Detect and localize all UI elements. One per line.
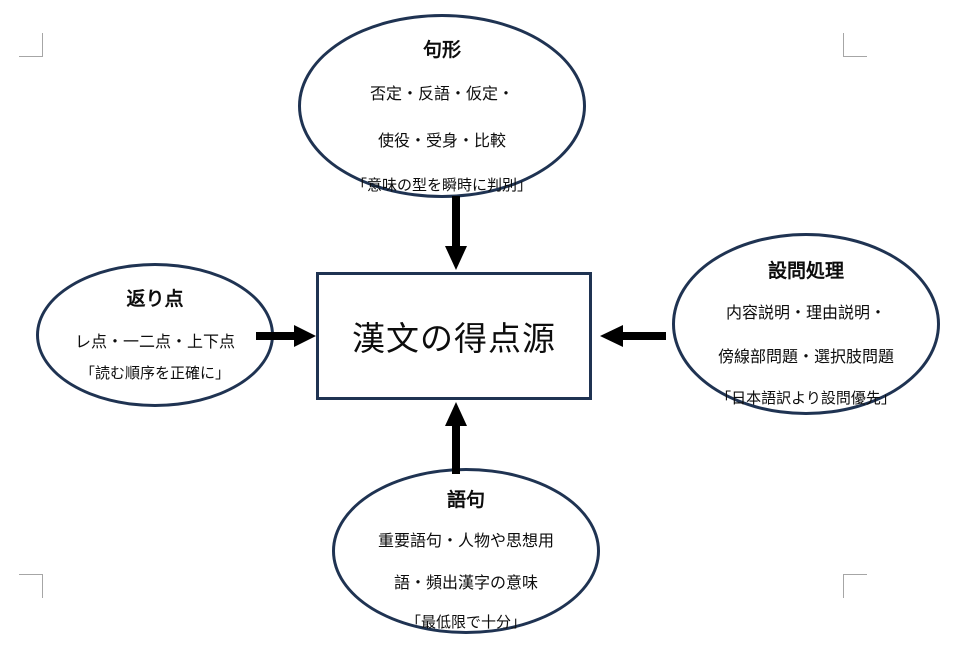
crop-mark-bottom-right-icon (843, 574, 867, 598)
ellipse-title: 設問処理 (767, 261, 844, 282)
crop-mark-top-left-icon (19, 33, 43, 57)
crop-mark-top-right-icon (843, 33, 867, 57)
center-box-kanbun-tokutengen[interactable]: 漢文の得点源 (316, 272, 592, 400)
crop-mark-bottom-left-icon (19, 574, 43, 598)
ellipse-kukei[interactable]: 句形 否定・反語・仮定・ 使役・受身・比較 「意味の型を瞬時に判別」 (298, 14, 586, 198)
ellipse-goku[interactable]: 語句 重要語句・人物や思想用 語・頻出漢字の意味 「最低限で十分」 (332, 468, 600, 634)
ellipse-line-2: 語・頻出漢字の意味 (393, 575, 538, 592)
crop-mark-vertical (42, 574, 43, 598)
ellipse-line-2: 傍線部問題・選択肢問題 (717, 349, 894, 366)
arrow-left-icon (598, 324, 666, 348)
arrow-right-icon (256, 324, 318, 348)
center-box-label: 漢文の得点源 (352, 320, 556, 357)
ellipse-quote: 「最低限で十分」 (405, 614, 526, 631)
ellipse-line-1: 否定・反語・仮定・ (369, 86, 514, 103)
ellipse-kaeriten[interactable]: 返り点 レ点・一二点・上下点 「読む順序を正確に」 (36, 263, 274, 407)
crop-mark-vertical (42, 33, 43, 57)
ellipse-title: 返り点 (126, 289, 184, 310)
ellipse-quote: 「日本語訳より設問優先」 (716, 390, 896, 407)
ellipse-quote: 「意味の型を瞬時に判別」 (351, 177, 532, 194)
arrow-up-icon (444, 402, 468, 474)
arrow-down-icon (444, 196, 468, 272)
ellipse-line-2: 使役・受身・比較 (377, 133, 506, 150)
ellipse-setsumon-shori[interactable]: 設問処理 内容説明・理由説明・ 傍線部問題・選択肢問題 「日本語訳より設問優先」 (672, 233, 940, 415)
crop-mark-vertical (843, 33, 844, 57)
ellipse-title: 句形 (422, 40, 461, 61)
crop-mark-vertical (843, 574, 844, 598)
crop-mark-horizontal (843, 56, 867, 57)
crop-mark-horizontal (19, 56, 43, 57)
ellipse-line-1: 内容説明・理由説明・ (725, 305, 886, 322)
ellipse-quote: 「読む順序を正確に」 (79, 365, 230, 382)
crop-mark-horizontal (843, 574, 867, 575)
ellipse-title: 語句 (446, 490, 485, 511)
ellipse-line-1: レ点・一二点・上下点 (74, 334, 235, 351)
crop-mark-horizontal (19, 574, 43, 575)
ellipse-line-1: 重要語句・人物や思想用 (377, 533, 554, 550)
